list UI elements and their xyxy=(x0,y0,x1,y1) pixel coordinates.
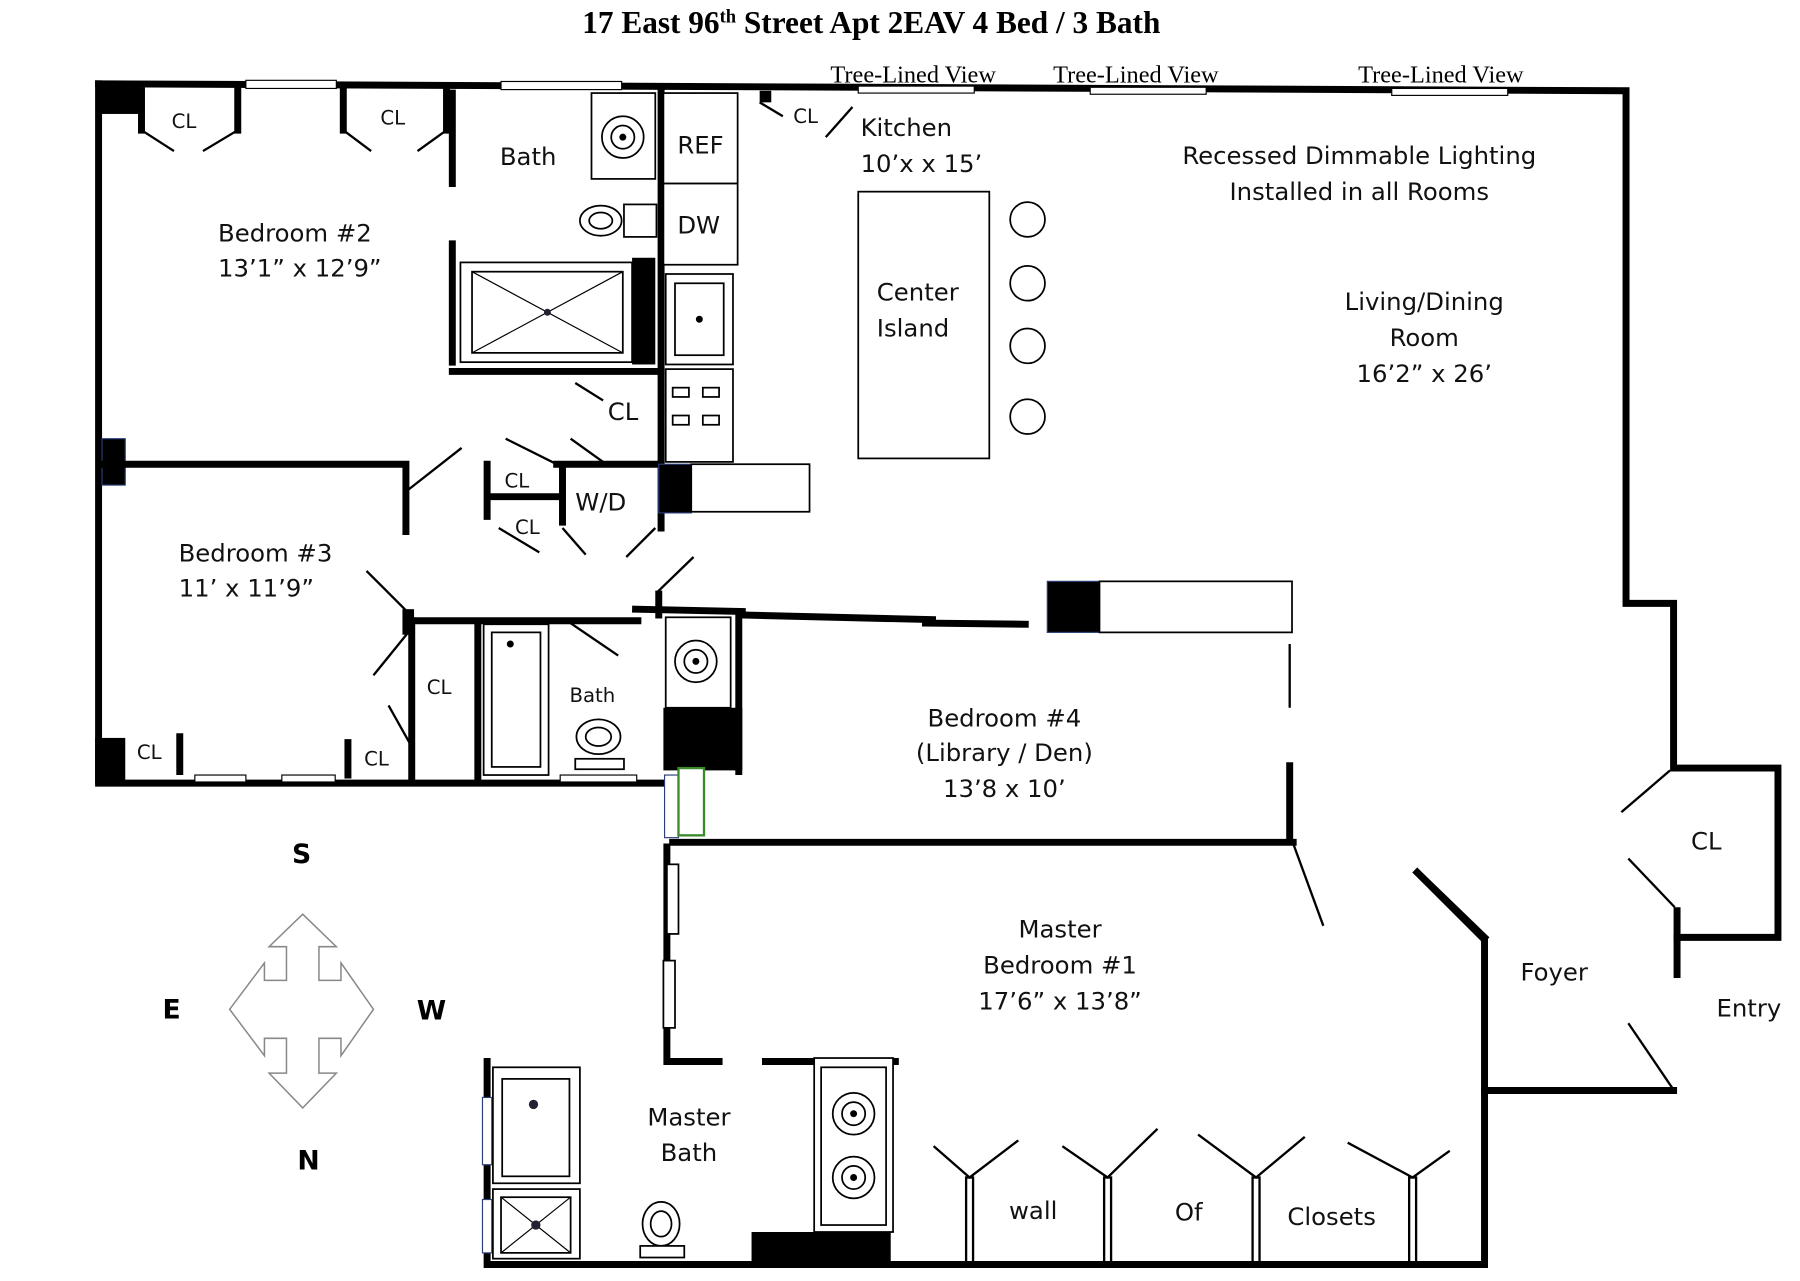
island-line2: Island xyxy=(877,314,949,343)
master-bath-line1: Master xyxy=(647,1102,731,1131)
living-line1: Living/Dining xyxy=(1345,287,1504,316)
living-size: 16’2” x 26’ xyxy=(1357,359,1492,388)
closet-label: CL xyxy=(793,105,818,128)
closet-label: CL xyxy=(608,397,639,426)
kitchen-name: Kitchen xyxy=(861,113,952,142)
closet-label: CL xyxy=(380,106,405,129)
stool xyxy=(1009,265,1046,302)
bedroom3-size: 11’ x 11’9” xyxy=(179,573,314,602)
closet-label: CL xyxy=(1691,826,1722,855)
closets-wall-1: wall xyxy=(1009,1196,1057,1225)
wd-label: W/D xyxy=(575,488,626,517)
closet-label: CL xyxy=(505,469,530,492)
plan-title: 17 East 96th Street Apt 2EAV 4 Bed / 3 B… xyxy=(582,5,1160,40)
bedroom3-name: Bedroom #3 xyxy=(179,539,333,568)
ref-label: REF xyxy=(677,130,723,159)
lighting-note-2: Installed in all Rooms xyxy=(1229,177,1489,206)
stool xyxy=(1009,327,1046,365)
bedroom4-size: 13’8 x 10’ xyxy=(943,774,1066,803)
room-labels: Bedroom #2 13’1” x 12’9” Bedroom #3 11’ … xyxy=(137,105,1781,1231)
closet-label: CL xyxy=(515,516,540,539)
bedroom2-size: 13’1” x 12’9” xyxy=(218,253,382,282)
closet-label: CL xyxy=(172,110,197,133)
lighting-note-1: Recessed Dimmable Lighting xyxy=(1182,141,1536,170)
closet-label: CL xyxy=(364,748,389,771)
view-label-2: Tree-Lined View xyxy=(1053,62,1219,89)
compass-e: E xyxy=(163,995,181,1026)
master-size: 17’6” x 13’8” xyxy=(978,986,1142,1015)
closets-wall-2: Of xyxy=(1175,1197,1204,1226)
closet-label: CL xyxy=(137,741,162,764)
center-island xyxy=(857,190,991,460)
bedroom4-name: Bedroom #4 xyxy=(928,703,1082,732)
walls xyxy=(95,79,1782,1268)
kitchen-size: 10’x x 15’ xyxy=(861,149,983,178)
compass-w: W xyxy=(417,996,446,1027)
stool xyxy=(1009,201,1046,238)
stool xyxy=(1009,398,1046,435)
compass-arrows-icon xyxy=(228,913,375,1109)
bedroom4-sub: (Library / Den) xyxy=(916,738,1093,767)
island-line1: Center xyxy=(877,278,960,307)
fixtures xyxy=(459,92,1046,1260)
compass-s: S xyxy=(292,839,311,870)
compass: S E W N xyxy=(163,839,447,1176)
master-line1: Master xyxy=(1018,914,1102,943)
compass-n: N xyxy=(297,1145,319,1176)
master-line2: Bedroom #1 xyxy=(983,950,1137,979)
bath-top-label: Bath xyxy=(500,142,557,171)
foyer-label: Foyer xyxy=(1520,957,1588,986)
bedroom2-name: Bedroom #2 xyxy=(218,219,372,248)
closet-label: CL xyxy=(427,676,452,699)
master-bath-line2: Bath xyxy=(661,1138,718,1167)
dw-label: DW xyxy=(677,210,720,239)
living-line2: Room xyxy=(1390,323,1459,352)
bath-mid-label: Bath xyxy=(569,684,615,707)
entry-label: Entry xyxy=(1716,993,1781,1022)
view-label-3: Tree-Lined View xyxy=(1358,62,1524,89)
closets-wall-3: Closets xyxy=(1287,1202,1376,1231)
